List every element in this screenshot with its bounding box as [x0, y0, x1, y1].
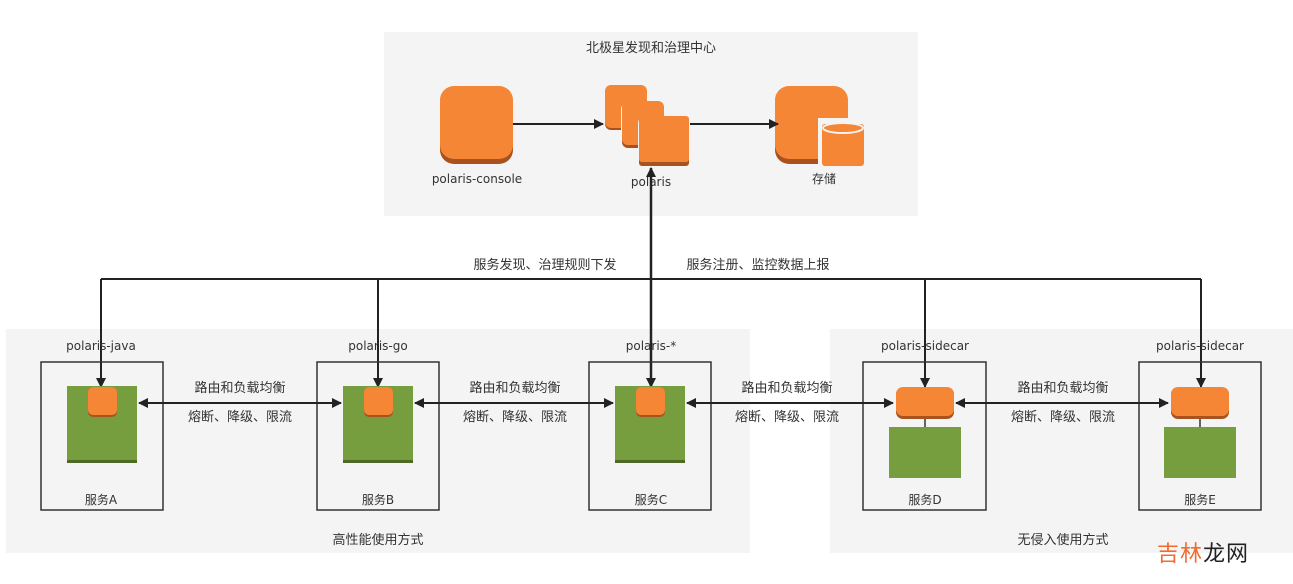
service-name: 服务D	[908, 492, 941, 507]
watermark-part2: 龙网	[1203, 542, 1250, 567]
sdk-label: polaris-java	[66, 339, 136, 353]
link-top-label: 路由和负载均衡	[194, 380, 285, 396]
sdk-label: polaris-go	[348, 339, 407, 353]
watermark: 吉林龙网	[1157, 536, 1249, 568]
console-label: polaris-console	[432, 172, 522, 186]
center-title: 北极星发现和治理中心	[586, 40, 716, 56]
link-top-label: 路由和负载均衡	[1017, 380, 1108, 396]
non-intrusive-label: 无侵入使用方式	[1017, 532, 1108, 548]
link-bottom-label: 熔断、降级、限流	[188, 410, 292, 425]
link-bottom-label: 熔断、降级、限流	[1011, 410, 1115, 425]
watermark-part1: 吉林	[1157, 542, 1204, 567]
link-top-label: 路由和负载均衡	[469, 380, 560, 396]
console-icon	[440, 86, 513, 164]
sdk-label: polaris-*	[626, 339, 677, 353]
storage-icon	[775, 86, 866, 168]
service-b: polaris-go 服务B	[316, 339, 440, 511]
link-top-label: 路由和负载均衡	[741, 380, 832, 396]
polaris-server-icon	[605, 85, 690, 167]
link-a-b: 路由和负载均衡 熔断、降级、限流	[138, 380, 342, 425]
service-e: polaris-sidecar 服务E	[1138, 339, 1262, 511]
high-perf-label: 高性能使用方式	[332, 532, 423, 548]
service-c: polaris-* 服务C	[588, 339, 712, 511]
service-name: 服务A	[85, 492, 118, 507]
service-name: 服务B	[362, 492, 394, 507]
service-d: polaris-sidecar 服务D	[862, 339, 987, 511]
up-flow-label: 服务注册、监控数据上报	[686, 257, 829, 273]
link-bottom-label: 熔断、降级、限流	[735, 410, 839, 425]
link-b-c: 路由和负载均衡 熔断、降级、限流	[414, 380, 614, 425]
storage-label: 存储	[812, 171, 836, 186]
service-a: polaris-java 服务A	[40, 339, 164, 511]
link-c-d: 路由和负载均衡 熔断、降级、限流	[686, 380, 894, 425]
link-bottom-label: 熔断、降级、限流	[463, 410, 567, 425]
sdk-label: polaris-sidecar	[881, 339, 969, 353]
service-name: 服务C	[635, 492, 667, 507]
link-d-e: 路由和负载均衡 熔断、降级、限流	[955, 380, 1169, 425]
service-name: 服务E	[1184, 492, 1216, 507]
down-flow-label: 服务发现、治理规则下发	[473, 257, 616, 273]
sdk-label: polaris-sidecar	[1156, 339, 1244, 353]
